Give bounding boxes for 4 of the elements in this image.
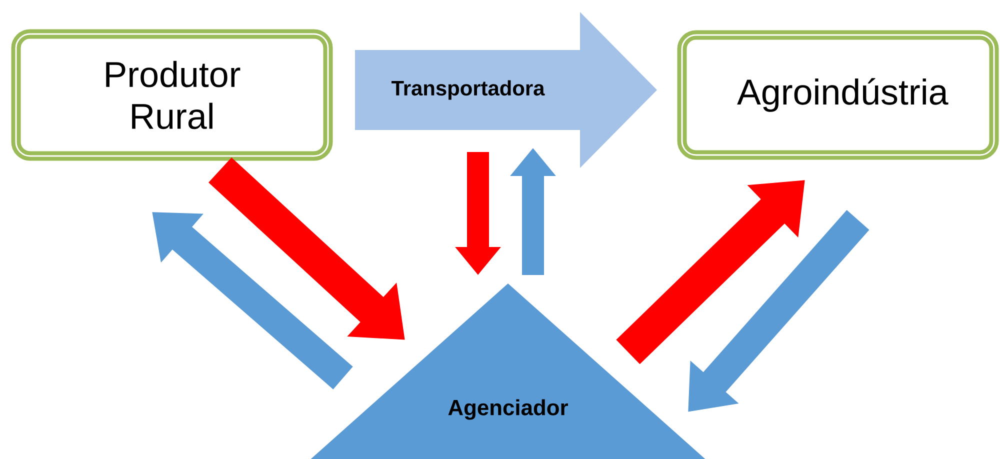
triangle: Agenciador [308,284,708,459]
text-box: Produtor Rural [11,29,333,161]
text-box: Agroindústria [677,30,999,160]
arrow-shaped-box: Transportadora [355,12,657,168]
